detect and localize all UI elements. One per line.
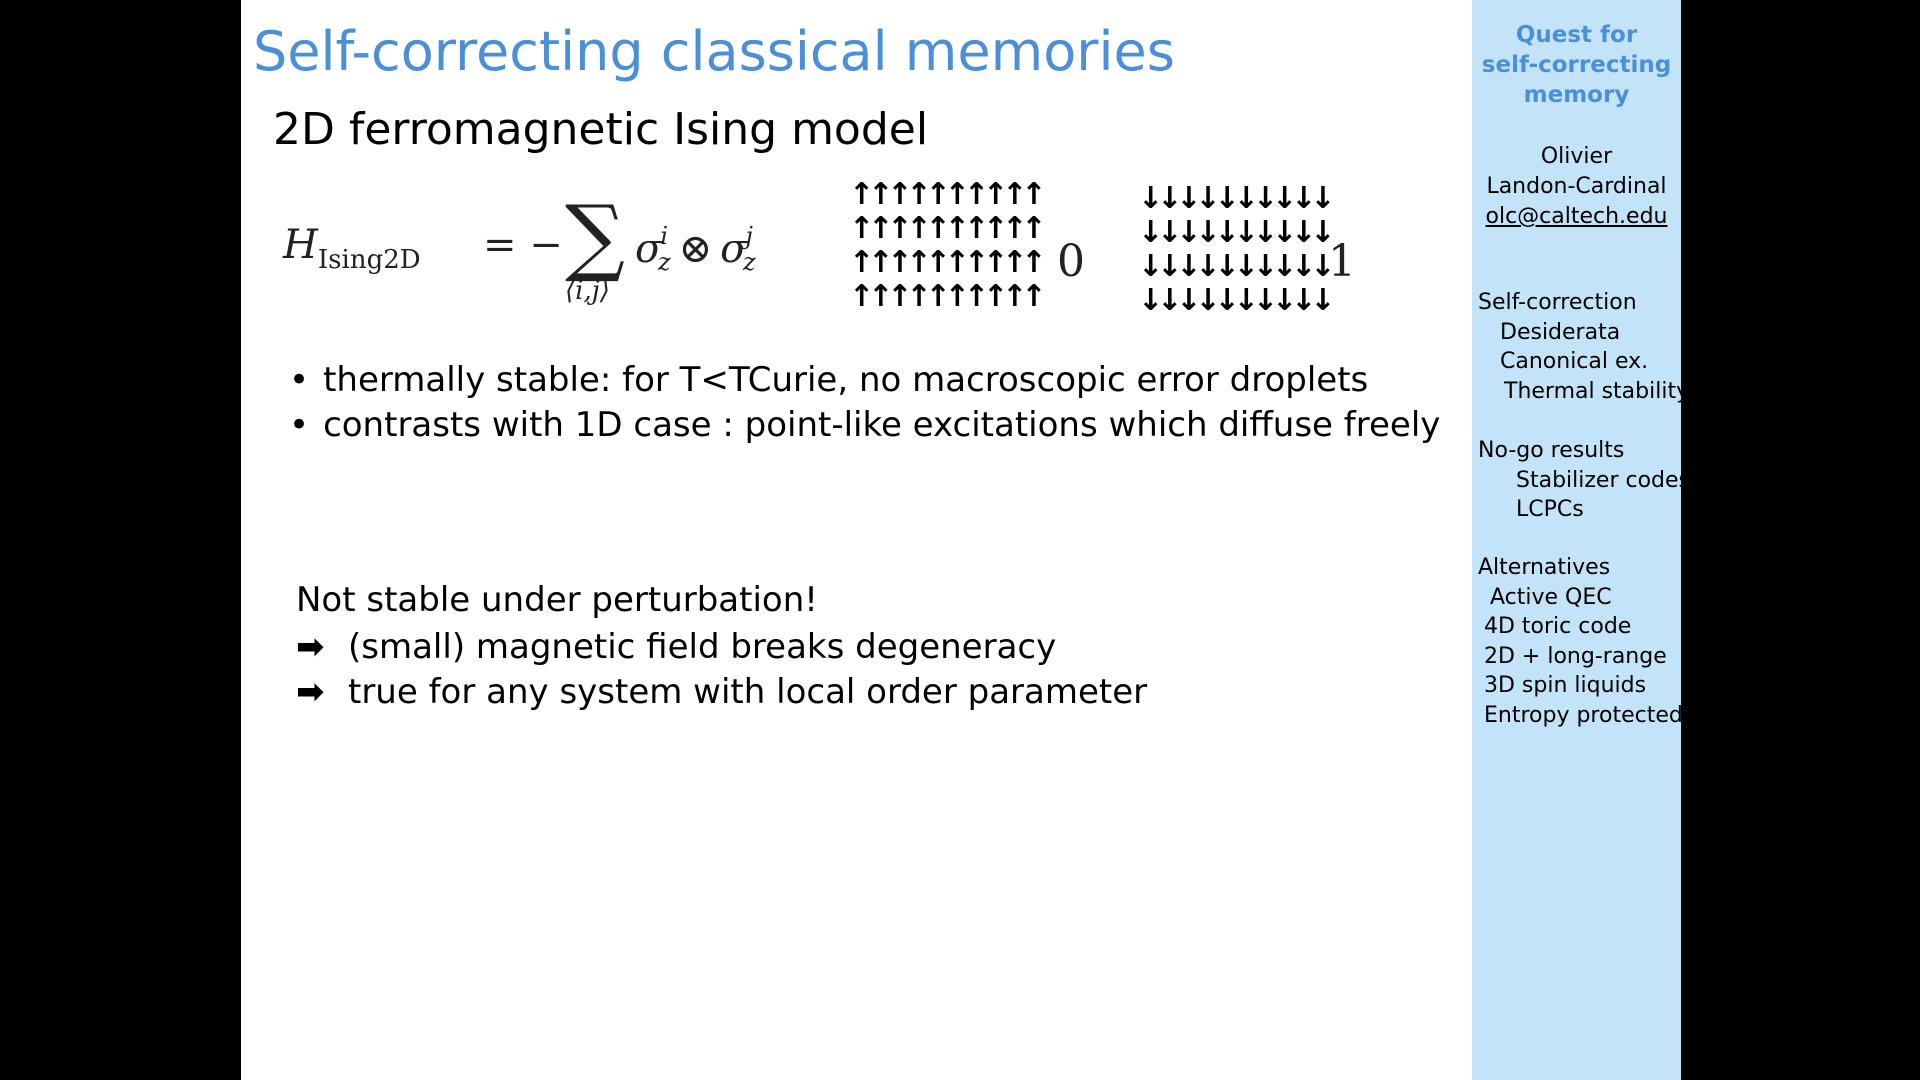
sidebar-section-heading[interactable]: No-go results	[1478, 438, 1625, 463]
sigma-i: σ	[635, 226, 663, 272]
sum-symbol: ∑	[565, 187, 625, 285]
sidebar-item-lcpcs[interactable]: LCPCs	[1516, 497, 1584, 523]
sidebar: Quest for self-correcting memory Olivier…	[1472, 0, 1681, 1080]
tensor-product-symbol: ⊗	[678, 226, 713, 272]
sum-index: ⟨i,j⟩	[565, 276, 610, 306]
bullet-item-thermal-stability: thermally stable: for T<TCurie, no macro…	[289, 358, 1440, 403]
sidebar-item-2d-long-range[interactable]: 2D + long-range	[1484, 643, 1667, 669]
slide: Self-correcting classical memories 2D fe…	[241, 0, 1681, 1080]
spin-up-state-label: 0	[1057, 236, 1085, 287]
sidebar-item-3d-spin-liquids[interactable]: 3D spin liquids	[1484, 673, 1647, 699]
consequence-item: ➡ true for any system with local order pa…	[296, 670, 1147, 715]
slide-main-content: Self-correcting classical memories 2D fe…	[241, 0, 1472, 1080]
author-first-name: Olivier	[1540, 144, 1613, 169]
sidebar-title-line: memory	[1523, 82, 1630, 108]
sidebar-title-line: Quest for	[1515, 22, 1638, 48]
consequence-text: true for any system with local order par…	[348, 672, 1148, 712]
consequence-text: (small) magnetic field breaks degeneracy	[348, 627, 1057, 667]
author-email-link[interactable]: olc@caltech.edu	[1485, 204, 1668, 229]
author-last-name: Landon-Cardinal	[1486, 174, 1667, 199]
sidebar-section-self-correction: Self-correction Desiderata Canonical ex.…	[1478, 288, 1681, 406]
sidebar-item-active-qec[interactable]: Active QEC	[1490, 584, 1612, 610]
sidebar-section-heading[interactable]: Self-correction	[1478, 290, 1637, 315]
spin-up-lattice: ↑↑↑↑↑↑↑↑↑↑ ↑↑↑↑↑↑↑↑↑↑ ↑↑↑↑↑↑↑↑↑↑ ↑↑↑↑↑↑↑…	[849, 177, 1046, 314]
sidebar-section-alternatives: Alternatives Active QEC 4D toric code 2D…	[1478, 553, 1681, 731]
not-stable-heading: Not stable under perturbation!	[296, 580, 818, 620]
equation-lhs: HIsing2D	[283, 222, 421, 275]
sidebar-item-thermal-stability[interactable]: Thermal stability	[1504, 378, 1681, 404]
sidebar-item-entropy-protected[interactable]: Entropy protected	[1484, 702, 1681, 728]
sigma-i-subscript: z	[658, 248, 671, 276]
slide-title: Self-correcting classical memories	[253, 20, 1175, 83]
sidebar-item-canonical-ex[interactable]: Canonical ex.	[1500, 349, 1649, 375]
sidebar-item-desiderata[interactable]: Desiderata	[1500, 319, 1621, 345]
spin-down-lattice: ↓↓↓↓↓↓↓↓↓↓ ↓↓↓↓↓↓↓↓↓↓ ↓↓↓↓↓↓↓↓↓↓ ↓↓↓↓↓↓↓…	[1138, 181, 1335, 318]
sidebar-title-line: self-correcting	[1481, 52, 1672, 78]
right-arrow-icon: ➡	[296, 672, 325, 712]
sidebar-section-heading[interactable]: Alternatives	[1478, 555, 1611, 580]
sidebar-author: Olivier Landon-Cardinal olc@caltech.edu	[1472, 142, 1681, 232]
consequence-list: ➡ (small) magnetic field breaks degenerac…	[296, 625, 1147, 715]
sidebar-title: Quest for self-correcting memory	[1472, 20, 1681, 110]
sidebar-section-no-go: No-go results Stabilizer codes LCPCs	[1478, 436, 1681, 525]
consequence-item: ➡ (small) magnetic field breaks degenerac…	[296, 625, 1147, 670]
sigma-j: σ	[720, 226, 748, 272]
hamiltonian-subscript: Ising2D	[317, 245, 421, 275]
sigma-j-subscript: z	[742, 248, 756, 276]
hamiltonian-symbol: H	[283, 222, 318, 268]
sidebar-item-stabilizer-codes[interactable]: Stabilizer codes	[1516, 467, 1681, 493]
bullet-list: thermally stable: for T<TCurie, no macro…	[289, 358, 1440, 448]
sigma-j-superscript: j	[745, 222, 753, 250]
slide-subtitle: 2D ferromagnetic Ising model	[273, 104, 929, 155]
spin-down-state-label: 1	[1328, 236, 1356, 287]
equation-operator: = −	[483, 222, 563, 268]
equation-rhs: σiz⊗σjz	[635, 222, 756, 276]
sidebar-item-4d-toric-code[interactable]: 4D toric code	[1484, 614, 1632, 640]
sigma-i-superscript: i	[660, 222, 668, 250]
bullet-item-1d-contrast: contrasts with 1D case : point-like exci…	[289, 403, 1440, 448]
right-arrow-icon: ➡	[296, 627, 325, 667]
